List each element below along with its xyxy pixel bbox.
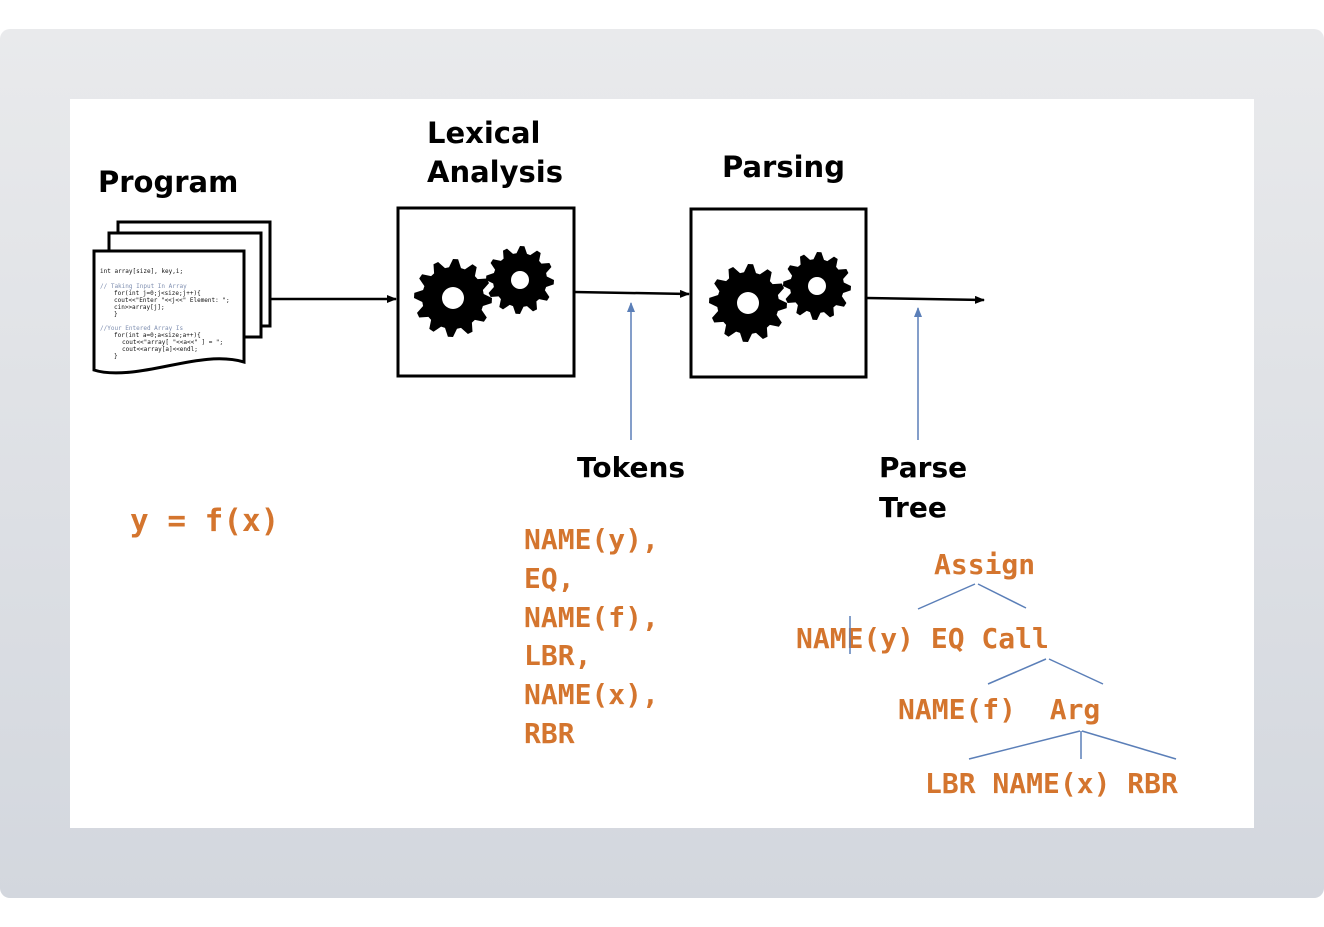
gears-icon — [709, 264, 787, 342]
lexical-label-line2: Analysis — [427, 155, 563, 189]
tree-level-3: LBR NAME(x) RBR — [925, 767, 1178, 800]
code-line: cin>>array[j]; — [114, 304, 165, 311]
tree-level-1: NAME(y) EQ Call — [796, 622, 1049, 655]
gears-icon — [486, 246, 554, 314]
lexer-to-parser-arrow — [573, 289, 690, 298]
tree-edge — [987, 658, 1047, 685]
tree-edge — [1048, 658, 1104, 685]
parser-output-arrow — [865, 295, 985, 304]
gears-icon — [414, 259, 492, 337]
document-stack-icon — [92, 220, 272, 375]
lexical-label-line1: Lexical — [427, 116, 541, 150]
token-item: LBR, — [524, 639, 591, 672]
parse-tree: Assign NAME(y) EQ Call NAME(f) Arg LBR N… — [796, 548, 1178, 800]
tokens-label: Tokens — [577, 451, 685, 484]
tree-edge — [977, 583, 1027, 609]
gears-icon — [783, 252, 851, 320]
tree-node-assign: Assign — [934, 548, 1035, 581]
code-line: } — [114, 311, 118, 318]
tree-level-2: NAME(f) Arg — [898, 693, 1100, 726]
code-line: } — [114, 353, 118, 360]
parsing-label: Parsing — [722, 150, 845, 184]
program-label: Program — [98, 165, 238, 199]
parse-tree-label-line2: Tree — [879, 491, 947, 524]
token-list: NAME(y), EQ, NAME(f), LBR, NAME(x), RBR — [524, 523, 659, 750]
token-item: EQ, — [524, 562, 575, 595]
code-line: for(int a=0;a<size;a++){ — [114, 332, 201, 339]
program-code: int array[size], key,i; // Taking Input … — [100, 268, 230, 360]
code-line: // Taking Input In Array — [100, 283, 187, 290]
token-item: NAME(f), — [524, 601, 659, 634]
tree-edge — [917, 583, 976, 610]
code-line: cout<<array[a]<<endl; — [122, 346, 198, 353]
parse-tree-label-line1: Parse — [879, 451, 967, 484]
code-line: cout<<"array[ "<<a<<" ] = "; — [122, 339, 223, 346]
tree-edge — [968, 730, 1081, 760]
expression-text: y = f(x) — [130, 503, 279, 539]
code-line: //Your Entered Array Is — [100, 325, 183, 332]
code-line: for(int j=0;j<size;j++){ — [114, 290, 201, 297]
token-item: NAME(x), — [524, 678, 659, 711]
token-item: NAME(y), — [524, 523, 659, 556]
code-line: int array[size], key,i; — [100, 268, 183, 275]
code-line: cout<<"Enter "<<j<<" Element: "; — [114, 297, 230, 304]
tree-edge — [1081, 730, 1177, 760]
token-item: RBR — [524, 717, 575, 750]
